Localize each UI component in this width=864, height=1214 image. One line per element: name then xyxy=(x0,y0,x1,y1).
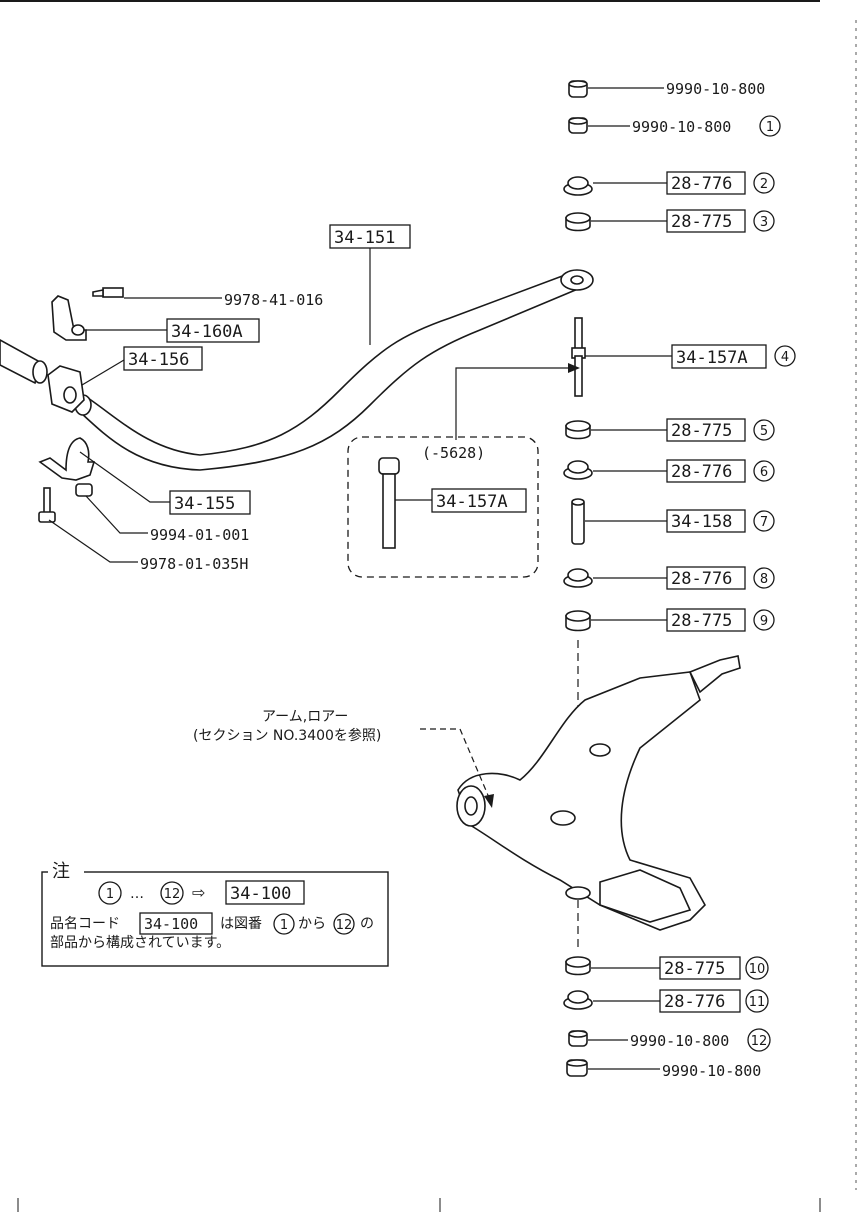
note-arrow: ⇨ xyxy=(192,883,205,902)
label-28-775-b: 28-775 xyxy=(671,421,732,441)
ref-12: 12 xyxy=(751,1034,768,1049)
bushing-28-775-b xyxy=(565,420,591,440)
nut-bot-1 xyxy=(568,1030,588,1047)
bracket-34-160a xyxy=(51,295,87,341)
nut-bot-2 xyxy=(566,1059,588,1077)
label-9978-01-035h: 9978-01-035H xyxy=(140,555,248,573)
ref-7: 7 xyxy=(760,515,768,530)
note-text1-code: 34-100 xyxy=(144,915,198,933)
label-nut-top-2: 9990-10-800 xyxy=(632,118,731,136)
note-to-ref: 12 xyxy=(164,887,181,902)
bolt-9978-01-035h xyxy=(38,487,56,523)
ref-6: 6 xyxy=(760,465,768,480)
ref-3: 3 xyxy=(760,215,768,230)
washer-28-776-d xyxy=(563,990,593,1010)
label-28-775-c: 28-775 xyxy=(671,611,732,631)
bushing-34-156 xyxy=(47,365,85,413)
ref-1: 1 xyxy=(766,120,774,135)
bushing-28-775-c xyxy=(565,610,591,632)
label-9978-41-016: 9978-41-016 xyxy=(224,291,323,309)
inset-box xyxy=(347,436,539,578)
nut-top-2 xyxy=(568,117,588,134)
label-28-776-c: 28-776 xyxy=(671,569,732,589)
washer-28-776-b xyxy=(563,460,593,480)
ref-4: 4 xyxy=(781,350,789,365)
label-34-160a: 34-160A xyxy=(171,322,243,342)
ref-10: 10 xyxy=(749,962,766,977)
label-28-775-d: 28-775 xyxy=(664,959,725,979)
spacer-34-158 xyxy=(571,498,585,545)
inset-code: (-5628) xyxy=(422,444,485,462)
nut-top-1 xyxy=(568,80,588,98)
label-34-157a: 34-157A xyxy=(676,348,748,368)
washer-28-776-a xyxy=(563,176,593,196)
label-34-158: 34-158 xyxy=(671,512,732,532)
arm-label: アーム,ロアー xyxy=(262,709,348,725)
note-ellipsis: … xyxy=(130,886,144,902)
lower-arm xyxy=(456,655,741,931)
note-from-ref: 1 xyxy=(106,887,114,902)
clamp-34-155 xyxy=(38,437,96,481)
ref-5: 5 xyxy=(760,424,768,439)
label-9994-01-001: 9994-01-001 xyxy=(150,526,249,544)
label-28-776-b: 28-776 xyxy=(671,462,732,482)
ref-11: 11 xyxy=(749,995,766,1010)
note-kit-code: 34-100 xyxy=(230,884,291,904)
ref-8: 8 xyxy=(760,572,768,587)
label-28-776-a: 28-776 xyxy=(671,174,732,194)
leader-lines xyxy=(48,87,672,1070)
bolt-9978-41-016 xyxy=(92,287,124,298)
nut-9994-01-001 xyxy=(75,483,93,497)
note-text1-b: は図番 xyxy=(220,916,262,932)
stabilizer-bar xyxy=(74,269,594,471)
note-text1-a: 品名コード xyxy=(50,916,120,932)
label-nut-bot-1: 9990-10-800 xyxy=(630,1032,729,1050)
ref-9: 9 xyxy=(760,614,768,629)
label-inset-34-157a: 34-157A xyxy=(436,492,508,512)
note-text1-ref1: 1 xyxy=(280,918,288,933)
label-28-775-a: 28-775 xyxy=(671,212,732,232)
note-box: 注 1 … 12 ⇨ 34-100 品名コード 34-100 は図番 1 から … xyxy=(41,860,389,967)
label-34-156: 34-156 xyxy=(128,350,189,370)
washer-28-776-c xyxy=(563,568,593,588)
note-title: 注 xyxy=(52,861,70,882)
label-34-155: 34-155 xyxy=(174,494,235,514)
bolt-34-157a xyxy=(571,317,586,397)
label-28-776-d: 28-776 xyxy=(664,992,725,1012)
label-nut-top-1: 9990-10-800 xyxy=(666,80,765,98)
bushing-28-775-d xyxy=(565,956,591,976)
label-nut-bot-2: 9990-10-800 xyxy=(662,1062,761,1080)
bushing-28-775-a xyxy=(565,212,591,232)
note-text1-ref2: 12 xyxy=(336,918,353,933)
note-text1-d: の xyxy=(360,916,374,932)
ref-2: 2 xyxy=(760,177,768,192)
label-34-151: 34-151 xyxy=(334,228,395,248)
arm-section-ref: (セクション NO.3400を参照) xyxy=(193,727,381,744)
stabilizer-bar-end-left xyxy=(0,339,48,385)
note-text1-c: から xyxy=(298,916,326,932)
note-text2: 部品から構成されています。 xyxy=(50,935,230,951)
inset-bolt xyxy=(378,457,400,549)
